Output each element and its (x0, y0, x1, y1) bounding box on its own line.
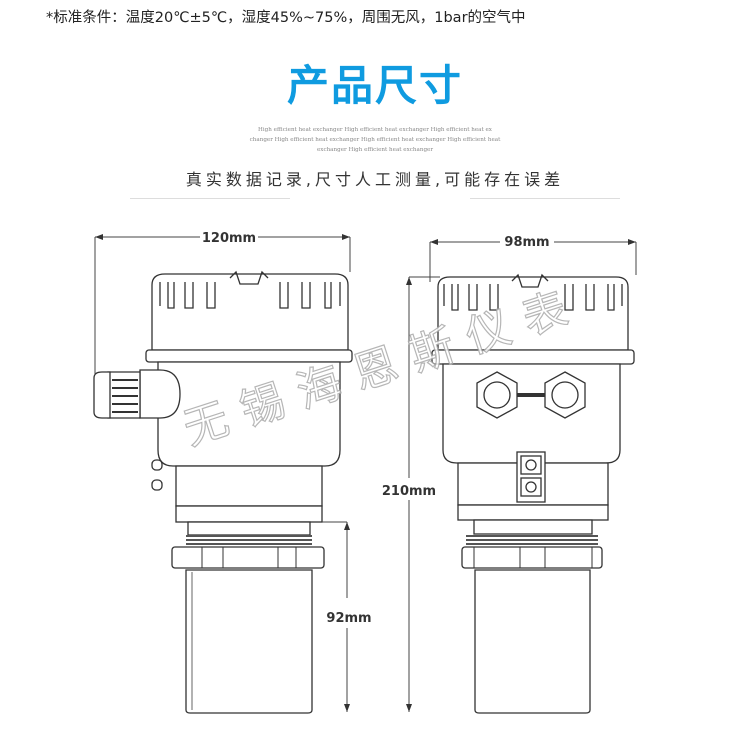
fine-print-line: High efficient heat exchanger High effic… (258, 127, 492, 133)
cable-gland-icons (476, 371, 586, 419)
fine-print-line: exchanger High efficient heat exchanger (316, 147, 434, 153)
fine-print-line: changer High efficient heat exchanger Hi… (249, 137, 501, 143)
dimension-lines (94, 234, 637, 712)
subtitle: 真实数据记录,尺寸人工测量,可能存在误差 (185, 170, 565, 189)
standard-conditions-note: *标准条件：温度20℃±5℃，湿度45%~75%，周围无风，1bar的空气中 (46, 10, 526, 26)
front-view-device (93, 270, 353, 714)
divider (130, 198, 290, 199)
page-title: 产品尺寸 (286, 61, 463, 110)
fine-print: High efficient heat exchanger High effic… (230, 125, 520, 155)
front-width-label: 120mm (202, 231, 256, 246)
cap-vents (159, 270, 341, 309)
side-view-device (431, 273, 635, 714)
divider (470, 198, 620, 199)
sensor-height-label: 92mm (326, 611, 371, 626)
total-height-label: 210mm (382, 484, 436, 499)
side-width-label: 98mm (504, 235, 549, 250)
